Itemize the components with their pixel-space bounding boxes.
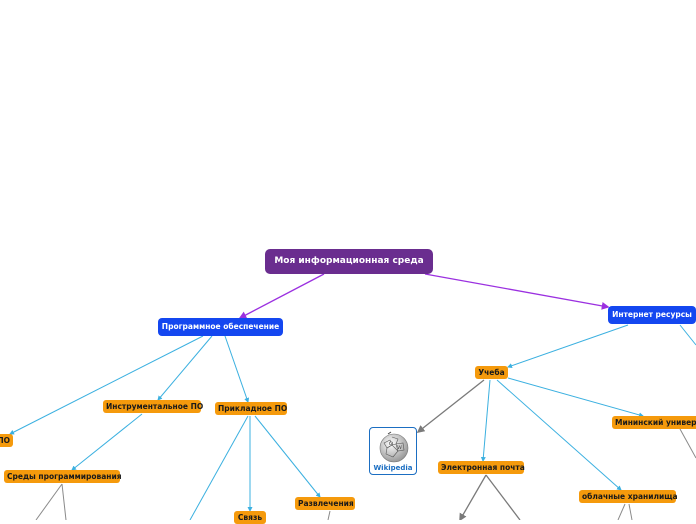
- link-study-cloud: [496, 379, 622, 491]
- wikipedia-link-card[interactable]: Ω W Wikipedia: [369, 427, 417, 475]
- link-study-minin: [507, 377, 644, 418]
- link-software-instrumental: [157, 335, 213, 401]
- link-internet-study: [507, 324, 629, 369]
- link-study-email: [480, 379, 491, 462]
- node-applied-software[interactable]: Прикладное ПО: [215, 402, 287, 415]
- link-cloud-down-1: [617, 503, 626, 520]
- link-entertainment-down: [327, 510, 331, 520]
- link-minin-down: [679, 428, 696, 459]
- link-internet-offscreen: [679, 324, 696, 346]
- node-instrumental-software[interactable]: Инструментальное ПО: [103, 400, 203, 413]
- node-software[interactable]: Программное обеспечение: [158, 318, 283, 336]
- node-system-software[interactable]: ПО: [0, 434, 13, 447]
- link-cloud-down-2: [628, 503, 633, 520]
- link-study-wikipedia: [416, 379, 485, 433]
- node-internet[interactable]: Интернет ресурсы: [608, 306, 696, 324]
- svg-text:Ω: Ω: [389, 441, 393, 447]
- node-entertainment[interactable]: Развлечения: [295, 497, 355, 510]
- link-root-internet: [424, 273, 610, 310]
- link-software-system: [9, 335, 204, 435]
- svg-text:W: W: [397, 445, 403, 451]
- link-applied-down: [189, 415, 249, 520]
- link-root-software: [238, 273, 325, 319]
- link-envs-down-1: [35, 483, 63, 520]
- link-envs-down-2: [61, 483, 67, 520]
- root-node[interactable]: Моя информационная среда: [265, 249, 433, 274]
- link-applied-entertainment: [254, 415, 321, 498]
- link-email-down-2: [485, 474, 521, 520]
- node-cloud-storage[interactable]: облачные хранилища: [579, 490, 678, 503]
- node-study[interactable]: Учеба: [475, 366, 508, 379]
- link-email-down-1: [459, 474, 487, 520]
- link-instrumental-envs: [71, 413, 143, 471]
- node-programming-environments[interactable]: Среды программирования: [4, 470, 122, 483]
- wikipedia-label: Wikipedia: [373, 464, 413, 472]
- wikipedia-globe-icon: Ω W: [379, 431, 409, 463]
- node-minin-university[interactable]: Мининский универс: [612, 416, 696, 429]
- node-communication[interactable]: Связь: [234, 511, 266, 524]
- node-email[interactable]: Электронная почта: [438, 461, 525, 474]
- link-software-applied: [224, 335, 250, 403]
